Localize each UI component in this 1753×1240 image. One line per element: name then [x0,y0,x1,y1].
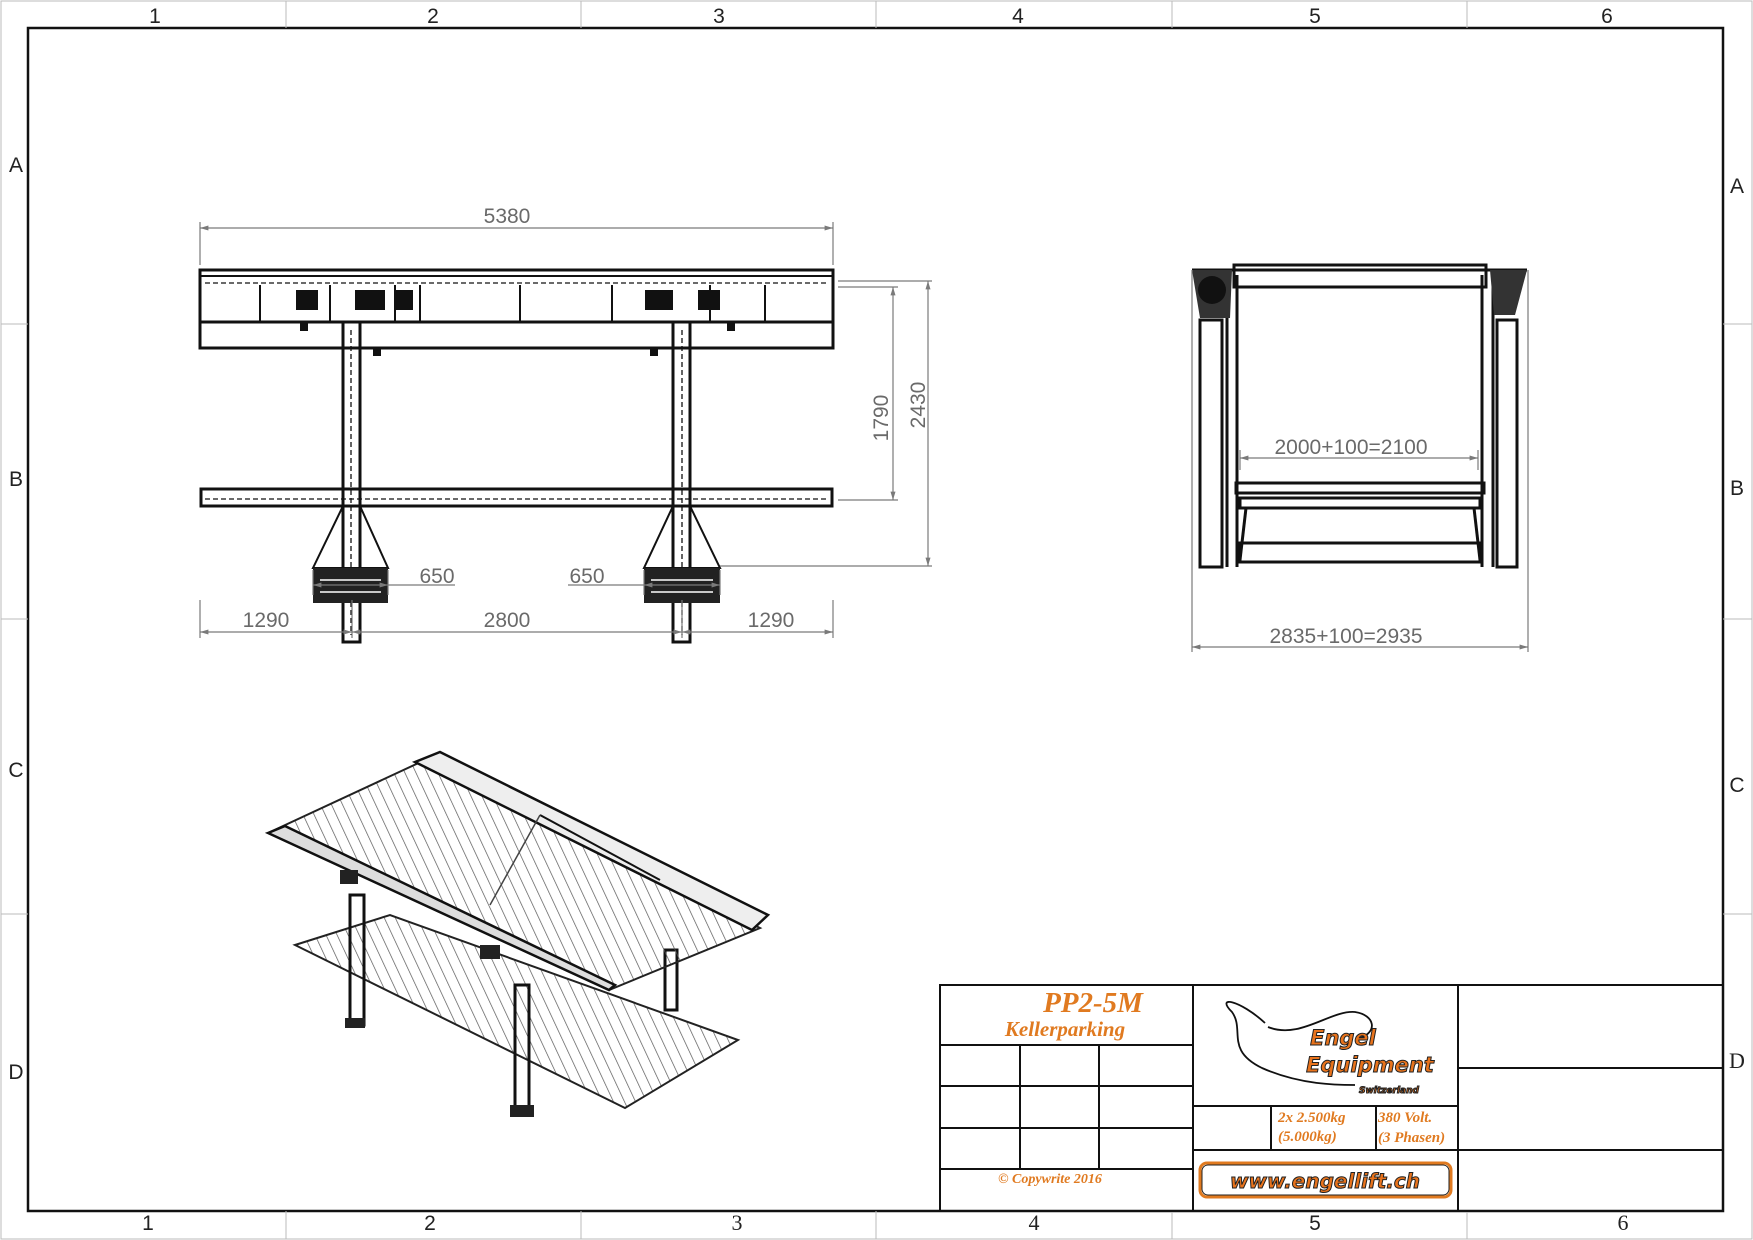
capacity-total-text: (5.000kg) [1278,1129,1337,1145]
logo-line3: Switzerland [1359,1086,1420,1096]
dim-span-left: 1290 [243,609,290,632]
col-label: 6 [1601,5,1613,28]
company-logo: Engel Equipment Switzerland [1225,1001,1435,1097]
zone-labels-right: A B C D [1729,175,1745,1073]
row-label: A [9,154,23,177]
row-label: B [9,468,23,491]
model-subtitle: Kellerparking [1004,1017,1125,1041]
phase-text: (3 Phasen) [1378,1130,1445,1146]
dim-span-center: 2800 [484,609,531,632]
row-label: C [8,759,23,782]
col-label: 6 [1618,1210,1629,1235]
website-box [1198,1161,1453,1199]
col-label: 1 [149,5,161,28]
copyright-text: © Copywrite 2016 [998,1172,1102,1187]
row-label: A [1730,175,1744,198]
model-title: PP2-5M [1042,987,1144,1019]
col-label: 2 [424,1212,436,1235]
row-label: D [8,1061,23,1084]
drive-unit-right [1490,270,1527,315]
logo-line1: Engel [1310,1026,1377,1050]
dim-outer-width: 2835+100=2935 [1270,625,1423,648]
dim-span-right: 1290 [748,609,795,632]
side-view: 2000+100=2100 2835+100=2935 [1191,263,1529,652]
isometric-view [264,750,771,1117]
sprocket-icon [1198,276,1226,304]
dim-height-inner: 1790 [870,395,893,442]
col-label: 5 [1309,5,1321,28]
logo-line2: Equipment [1306,1053,1435,1077]
title-block: PP2-5M Kellerparking © Copywrite 2016 2x… [939,984,1724,1212]
row-label: B [1730,477,1744,500]
zone-labels-top: 1 2 3 4 5 6 [149,5,1613,28]
col-label: 3 [713,5,725,28]
col-label: 1 [142,1212,154,1235]
power-text: 380 Volt. [1377,1110,1432,1126]
zone-labels-left: A B C D [8,154,23,1084]
dim-inner-width: 2000+100=2100 [1275,436,1428,459]
website-link[interactable]: www.engellift.ch [1230,1169,1421,1194]
dim-foot-right: 650 [569,565,604,588]
capacity-text: 2x 2.500kg [1277,1110,1346,1126]
dim-overall-length: 5380 [484,205,531,228]
row-label: C [1729,774,1744,797]
col-label: 5 [1309,1212,1321,1235]
col-label: 4 [1012,5,1024,28]
front-view: 5380 1790 2430 650 650 1290 2800 1290 [198,205,932,644]
dim-foot-left: 650 [419,565,454,588]
col-label: 4 [1029,1210,1040,1235]
dim-height-total: 2430 [907,382,930,429]
zone-labels-bottom: 1 2 3 4 5 6 [142,1210,1628,1235]
col-label: 3 [732,1210,743,1235]
row-label: D [1729,1048,1745,1073]
col-label: 2 [427,5,439,28]
